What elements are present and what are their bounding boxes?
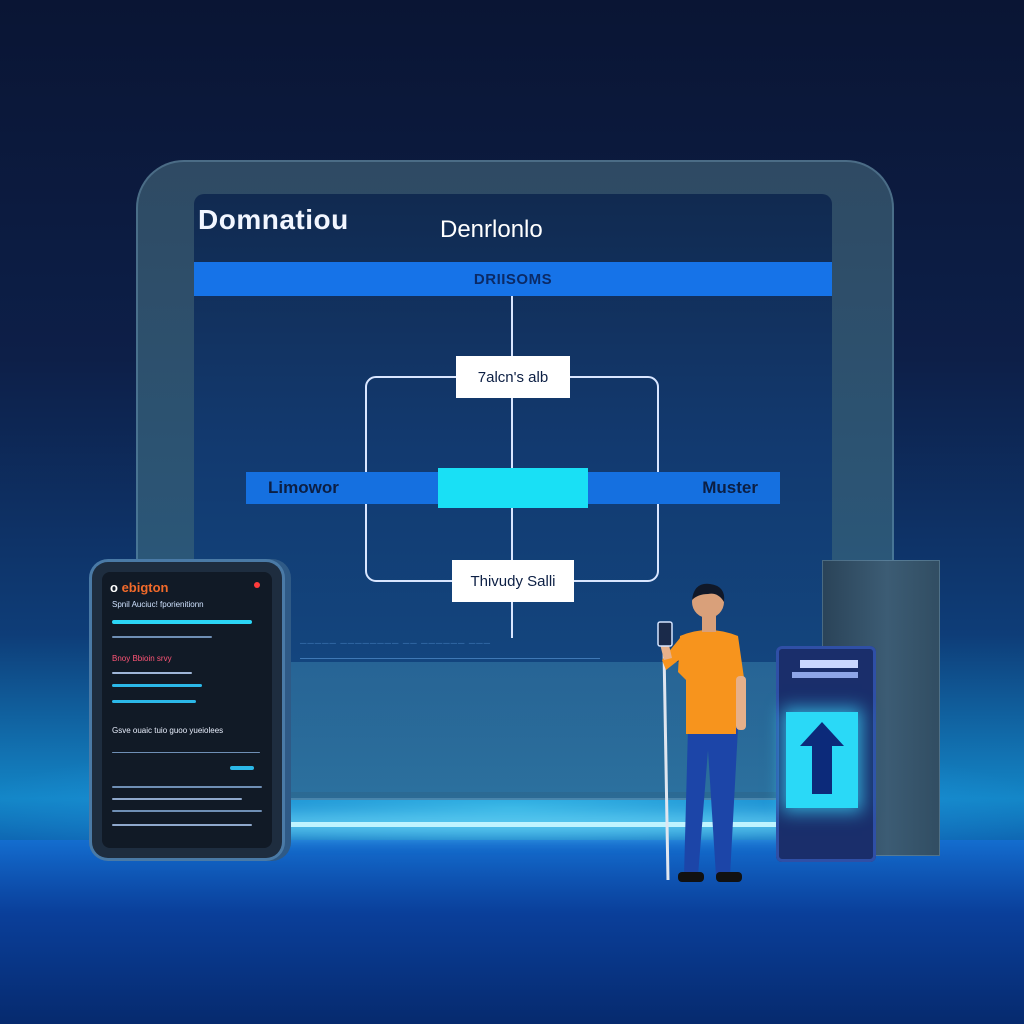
- bar-left-label: Limowor: [268, 478, 339, 497]
- tablet-row: [112, 684, 202, 687]
- header-bar-label: DRIISOMS: [473, 270, 553, 288]
- bar-right-label: Muster: [702, 478, 758, 497]
- screen-title-center: Denrlonlo: [440, 216, 543, 243]
- tablet-screen: o ebigton Spnil Auciuc! fporienitionn Bn…: [102, 572, 272, 848]
- tablet-progress-bar: [112, 620, 252, 624]
- tablet-row: [112, 798, 242, 800]
- person-figure: [657, 583, 746, 882]
- tablet-row: [112, 824, 252, 826]
- tablet-device: o ebigton Spnil Auciuc! fporienitionn Bn…: [92, 562, 282, 858]
- screen-header-bar[interactable]: DRIISOMS: [194, 262, 832, 296]
- tablet-row: [112, 786, 262, 788]
- tablet-red-label: Bnoy Bbioin srvy: [112, 654, 172, 663]
- upload-arrow-icon: [800, 722, 844, 794]
- bar-left[interactable]: Limowor: [246, 472, 438, 504]
- bar-right[interactable]: Muster: [586, 472, 780, 504]
- tablet-subtitle: Spnil Auciuc! fporienitionn: [112, 600, 204, 609]
- node-top[interactable]: 7alcn's alb: [456, 356, 570, 398]
- kiosk-slot: [792, 672, 858, 678]
- screen-title-left: Domnatiou: [198, 204, 349, 235]
- center-highlight-block[interactable]: [438, 468, 588, 508]
- kiosk-slot: [800, 660, 858, 668]
- tablet-row: [112, 672, 192, 674]
- tablet-small-button[interactable]: [230, 766, 254, 770]
- reflective-floor: [0, 840, 1024, 1024]
- tablet-divider: [112, 636, 212, 638]
- upload-kiosk[interactable]: [776, 646, 876, 862]
- tablet-row: [112, 810, 262, 812]
- tablet-row: [112, 700, 196, 703]
- kiosk-screen[interactable]: [786, 712, 858, 808]
- tablet-bottom-label: Gsve ouaic tuio guoo yueiolees: [112, 726, 224, 735]
- monitor-screen: Domnatiou Denrlonlo DRIISOMS 7alcn's alb…: [194, 194, 832, 662]
- red-dot-icon: [254, 582, 260, 588]
- tablet-title: o ebigton: [110, 580, 169, 595]
- node-bottom[interactable]: Thivudy Salli: [452, 560, 574, 602]
- screen-footer-text: ───── ──────── ── ────── ───: [300, 638, 492, 648]
- tablet-divider: [112, 752, 260, 753]
- glowing-floor-line: [270, 822, 790, 827]
- screen-footer-divider: [300, 658, 600, 659]
- phone-icon: [657, 621, 673, 647]
